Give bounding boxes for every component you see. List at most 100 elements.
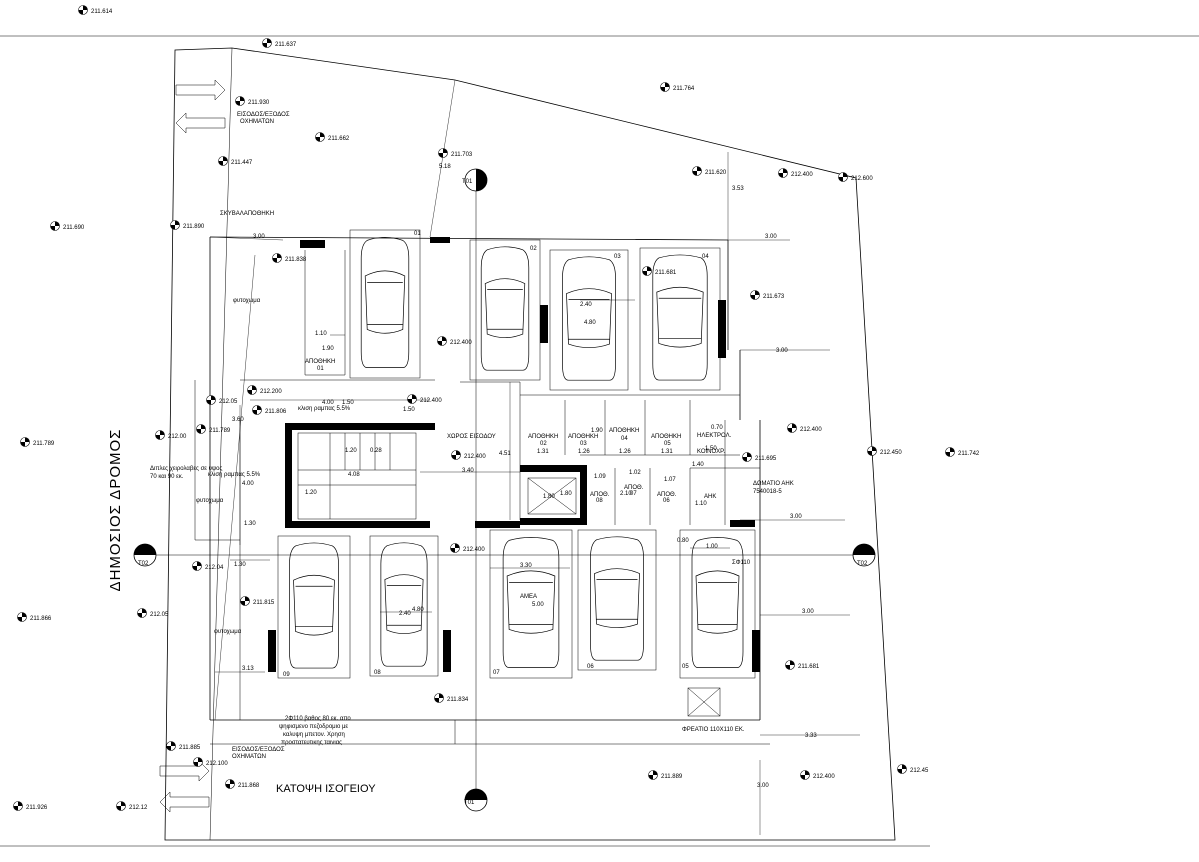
dimension-texts: 5.18 3.53 3.00 3.00 3.00 3.00 3.00 3.13 … xyxy=(232,164,817,789)
storage-04-label: ΑΠΟΘΗΚΗ xyxy=(609,428,639,434)
level-value: 212.100 xyxy=(206,761,228,767)
level-marker: 212.12 xyxy=(116,801,148,811)
storage-03-label: ΑΠΟΘΗΚΗ xyxy=(568,434,598,440)
label-ahk: ΑΗΚ xyxy=(704,494,716,500)
level-marker: 212.100 xyxy=(193,757,228,767)
label-ahk-room: ΔΩΜΑΤΙΟ ΑΗΚ xyxy=(753,481,794,487)
level-value: 211.662 xyxy=(328,136,350,142)
storage-03-num: 03 xyxy=(580,441,587,447)
level-value: 211.742 xyxy=(958,451,980,457)
level-value: 212.00 xyxy=(168,434,187,440)
level-value: 211.673 xyxy=(763,294,785,300)
label-ramp-2: κλιση ραμπας 5.5% xyxy=(208,472,261,478)
label-vehicle-entry-top-2: ΟΧΗΜΑΤΩΝ xyxy=(240,119,274,125)
level-marker: 212.05 xyxy=(137,608,169,618)
level-value: 212.400 xyxy=(791,172,813,178)
level-marker: 211.930 xyxy=(235,96,270,106)
section-marker-t02-right: Τ02 xyxy=(852,543,876,567)
svg-text:3.60: 3.60 xyxy=(232,417,244,423)
svg-text:1.07: 1.07 xyxy=(664,477,676,483)
car-outline xyxy=(590,536,644,661)
level-value: 211.806 xyxy=(265,409,287,415)
label-planting-2: φυτοχωμα xyxy=(196,498,224,504)
parking-bay xyxy=(489,529,573,679)
level-value: 211.637 xyxy=(275,42,297,48)
stair xyxy=(297,432,417,520)
svg-text:07: 07 xyxy=(493,670,500,676)
parking-bay xyxy=(577,529,657,671)
parking-bay xyxy=(349,229,421,379)
level-marker: 212.400 xyxy=(800,770,835,780)
manhole xyxy=(687,687,721,717)
label-pipe-note-4: προστατευτικης ταινιας xyxy=(281,740,342,746)
svg-text:Τ01: Τ01 xyxy=(462,179,473,185)
level-marker: 211.703 xyxy=(438,148,473,158)
parking-bay xyxy=(639,247,721,391)
level-value: 212.04 xyxy=(205,565,224,571)
level-value: 211.764 xyxy=(673,86,695,92)
svg-text:1.10: 1.10 xyxy=(695,501,707,507)
svg-text:1.20: 1.20 xyxy=(345,448,357,454)
level-value: 211.834 xyxy=(447,697,469,703)
svg-text:3.33: 3.33 xyxy=(805,733,817,739)
level-marker: 212.400 xyxy=(407,394,442,404)
level-value: 212.400 xyxy=(813,774,835,780)
building-walls xyxy=(194,236,770,745)
level-marker: 212.00 xyxy=(155,430,187,440)
level-value: 211.930 xyxy=(248,100,270,106)
svg-text:1.30: 1.30 xyxy=(244,521,256,527)
level-value: 212.400 xyxy=(450,340,472,346)
label-electrical: ΗΛΕΚΤΡΟΛ. xyxy=(697,433,732,439)
storage-04-dim: 1.26 xyxy=(619,449,631,455)
svg-text:3.00: 3.00 xyxy=(253,234,265,240)
level-marker: 211.673 xyxy=(750,290,785,300)
site-boundary xyxy=(164,47,896,841)
street-label: ΔΗΜΟΣΙΟΣ ΔΡΟΜΟΣ xyxy=(107,429,124,592)
svg-text:0.28: 0.28 xyxy=(370,448,382,454)
level-marker: 211.447 xyxy=(218,156,253,166)
level-marker: 212.45 xyxy=(897,764,929,774)
storage-03-dim: 1.26 xyxy=(578,449,590,455)
level-value: 212.400 xyxy=(800,427,822,433)
level-marker: 211.838 xyxy=(272,253,307,263)
svg-text:1.50: 1.50 xyxy=(403,407,415,413)
svg-text:4.51: 4.51 xyxy=(499,451,511,457)
car-outline xyxy=(360,237,410,368)
level-value: 212.45 xyxy=(910,768,929,774)
lift xyxy=(527,477,577,515)
level-marker: 212.400 xyxy=(778,168,813,178)
level-marker: 211.789 xyxy=(20,437,55,447)
storage-02-dim: 1.31 xyxy=(537,449,549,455)
svg-text:2.40: 2.40 xyxy=(399,611,411,617)
svg-text:01: 01 xyxy=(414,231,421,237)
svg-text:1.30: 1.30 xyxy=(234,562,246,568)
level-value: 211.703 xyxy=(451,152,473,158)
svg-text:1.90: 1.90 xyxy=(322,346,334,352)
label-pipe: ΣΦ110 xyxy=(732,560,751,566)
label-refuse-storage: ΣΚΥΒΑΛΑΠΟΘΗΚΗ xyxy=(220,211,274,217)
svg-text:3.00: 3.00 xyxy=(776,348,788,354)
level-marker: 211.926 xyxy=(13,801,48,811)
section-marker-t01-bottom: Τ01 xyxy=(464,788,488,812)
level-value: 211.885 xyxy=(179,745,201,751)
level-value: 211.690 xyxy=(63,225,85,231)
level-marker: 211.868 xyxy=(225,779,260,789)
level-value: 211.789 xyxy=(209,428,231,434)
car-outline xyxy=(480,246,530,371)
level-marker: 212.450 xyxy=(867,446,902,456)
car-outline xyxy=(691,537,744,668)
level-value: 211.838 xyxy=(285,257,307,263)
svg-text:1.00: 1.00 xyxy=(706,544,718,550)
svg-text:08: 08 xyxy=(374,670,381,676)
level-value: 211.815 xyxy=(253,600,275,606)
svg-text:4.00: 4.00 xyxy=(242,481,254,487)
svg-text:5.18: 5.18 xyxy=(439,164,451,170)
svg-text:4.08: 4.08 xyxy=(348,472,360,478)
svg-text:3.00: 3.00 xyxy=(765,234,777,240)
storage-05-label: ΑΠΟΘΗΚΗ xyxy=(651,434,681,440)
level-marker: 211.885 xyxy=(166,741,201,751)
label-pipe-note-1: 2Φ110 βαθος 80 εκ. απο xyxy=(285,716,351,722)
level-marker: 211.637 xyxy=(262,38,297,48)
storage-05-dim: 1.31 xyxy=(661,449,673,455)
